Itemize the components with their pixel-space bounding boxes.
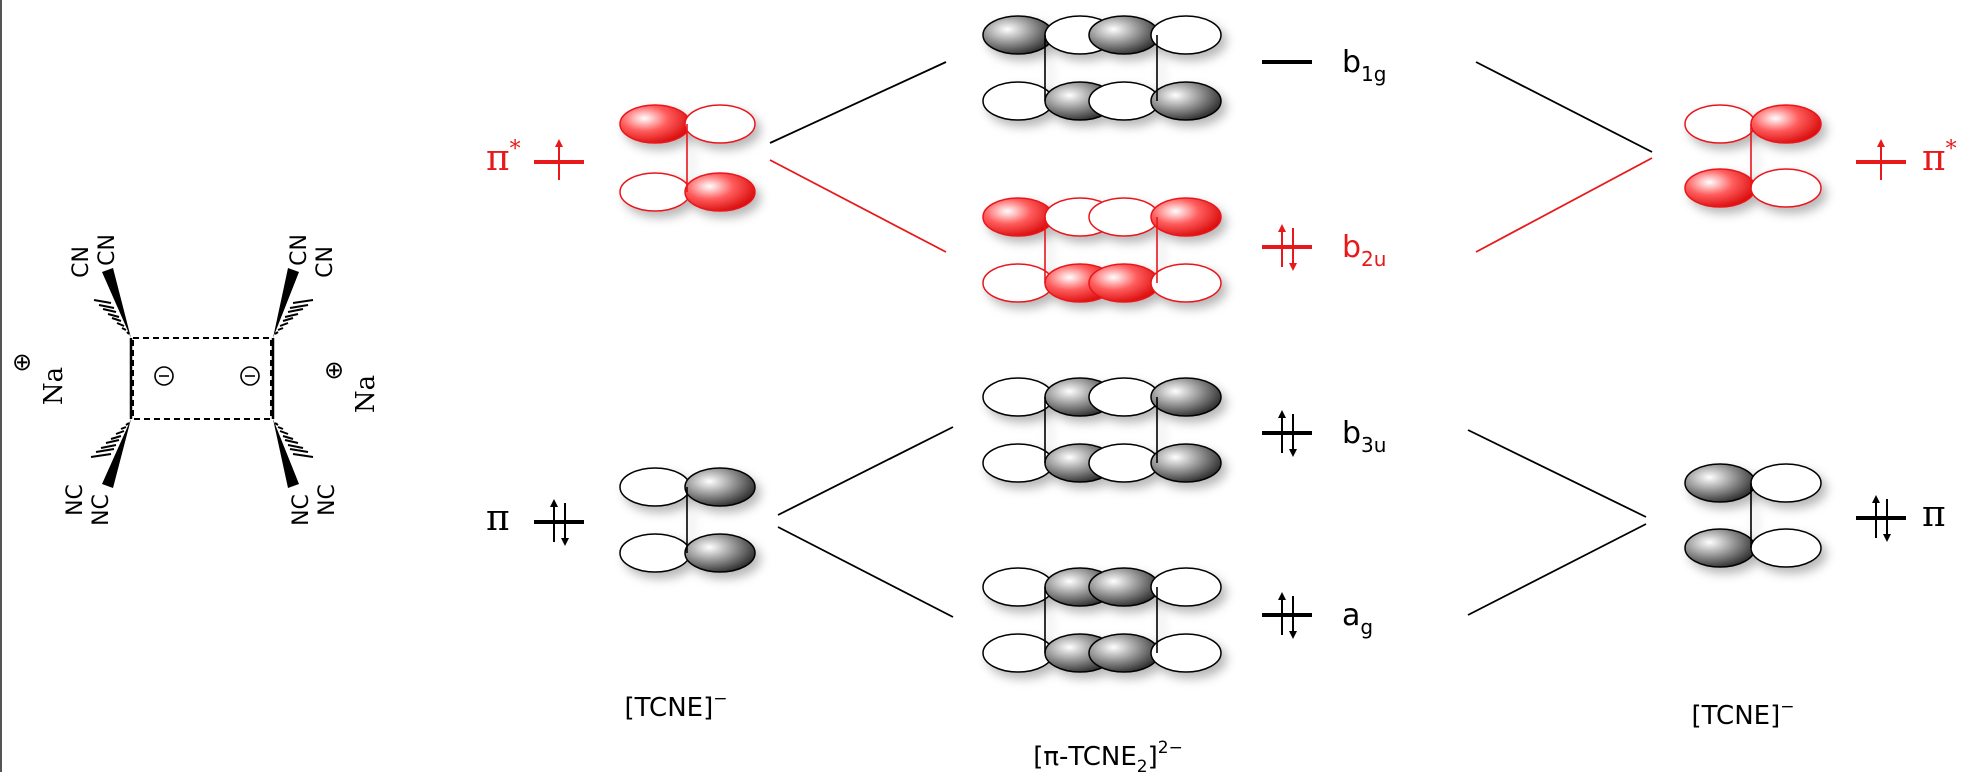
dimer-orbital-b2u — [982, 197, 1222, 303]
wedge-bottom-right — [273, 419, 299, 488]
tcne-dimer-structure: CN CN CN CN NC NC NC NC ⊕ Na ⊕ Na — [12, 234, 381, 526]
nc-label-br-b: NC — [315, 484, 340, 516]
left-pistar-symbol: π* — [486, 137, 521, 179]
nc-label-bl-b: NC — [89, 494, 114, 526]
cn-label-tr-b: CN — [313, 246, 338, 278]
right-fragment-label: [TCNE]− — [1692, 697, 1795, 731]
dimer-label-close: ] — [1148, 742, 1158, 772]
right-pistar-level: π* — [1856, 137, 1957, 180]
hash-top-left — [93, 299, 130, 335]
left-fragment-pistar-orbital — [619, 104, 756, 212]
level-b1g-label: b1g — [1342, 45, 1386, 86]
hash-bottom-left — [90, 422, 130, 458]
left-pistar-superscript: * — [510, 137, 521, 162]
dimer-orbital-b1g — [982, 15, 1222, 121]
corr-left-pistar-b2u — [769, 159, 947, 253]
level-b2u-label: b2u — [1342, 230, 1386, 271]
level-ag-label: ag — [1342, 598, 1373, 639]
cn-label-tl-b: CN — [95, 234, 120, 266]
left-pi-symbol: π — [486, 498, 510, 539]
level-ag: ag — [1262, 592, 1373, 639]
right-pistar-symbol: π* — [1922, 137, 1957, 179]
corr-left-pi-b3u — [777, 426, 954, 516]
hash-top-right — [274, 299, 314, 335]
dimer-label-sub: 2 — [1137, 757, 1148, 772]
right-pi-symbol: π — [1922, 494, 1946, 535]
level-b2u-sub: 2u — [1361, 247, 1386, 271]
level-b1g-sub: 1g — [1361, 62, 1386, 86]
left-pistar-level: π* — [486, 137, 584, 180]
dimer-orbital-ag — [982, 567, 1222, 673]
minus-charge-right-circle — [240, 366, 260, 386]
left-fragment-label-sup: − — [713, 689, 727, 709]
corr-left-pi-ag — [777, 526, 954, 618]
dimer-label: [π-TCNE2]2− — [1033, 738, 1183, 772]
hash-bottom-right — [274, 422, 314, 458]
minus-charge-left-circle — [154, 366, 174, 386]
nc-label-br-a: NC — [289, 494, 314, 526]
level-b3u-label: b3u — [1342, 416, 1386, 457]
right-fragment-pi-orbital — [1684, 463, 1822, 568]
corr-right-b1g-pistar — [1475, 61, 1653, 153]
corr-right-b3u-pi — [1467, 429, 1647, 518]
wedge-top-left — [102, 268, 131, 338]
left-fragment-pi-orbital — [619, 467, 756, 573]
cn-label-tr-a: CN — [287, 234, 312, 266]
cation-label-right: Na — [351, 375, 381, 413]
correlation-lines — [769, 61, 1653, 618]
level-ag-sub: g — [1360, 615, 1373, 639]
right-pistar-superscript: * — [1946, 137, 1957, 162]
level-b2u: b2u — [1262, 224, 1386, 271]
plus-sign-left: ⊕ — [12, 348, 32, 376]
wedge-top-right — [273, 268, 299, 338]
right-fragment-pistar-orbital — [1684, 104, 1822, 208]
wedge-bottom-left — [102, 419, 131, 488]
dimer-orbital-b3u — [982, 377, 1222, 483]
cation-label-left: Na — [39, 367, 69, 405]
level-b1g: b1g — [1262, 45, 1386, 86]
left-fragment-label: [TCNE]− — [625, 689, 728, 723]
nc-label-bl-a: NC — [63, 484, 88, 516]
dimer-label-sup: 2− — [1158, 738, 1183, 758]
corr-right-b2u-pistar — [1475, 157, 1653, 253]
plus-sign-right: ⊕ — [324, 356, 344, 384]
left-pi-level: π — [486, 498, 584, 546]
right-pi-level: π — [1856, 494, 1946, 542]
corr-left-pistar-b1g — [769, 61, 947, 144]
corr-right-ag-pi — [1467, 523, 1647, 616]
level-b3u-sub: 3u — [1361, 433, 1386, 457]
right-fragment-label-sup: − — [1780, 697, 1794, 717]
pancake-bond-box — [132, 337, 272, 420]
level-b3u: b3u — [1262, 410, 1386, 457]
cn-label-tl-a: CN — [69, 246, 94, 278]
